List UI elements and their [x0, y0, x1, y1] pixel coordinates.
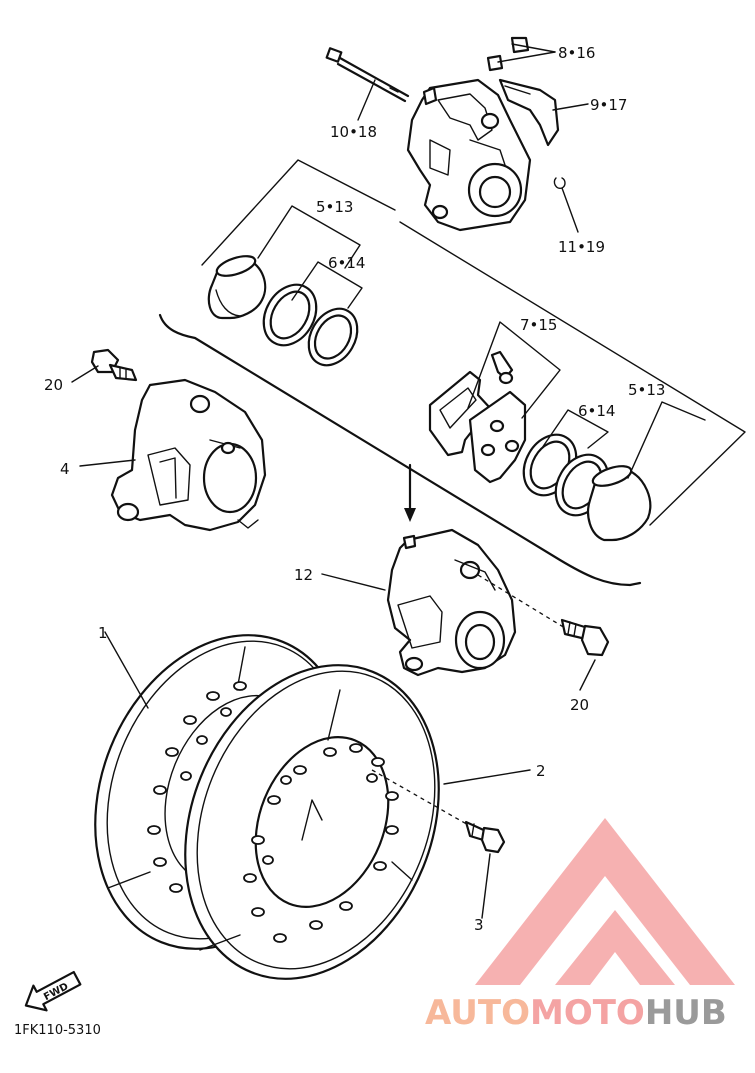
label-part-3: 3	[474, 916, 484, 934]
bolt-20-left	[90, 348, 138, 382]
label-part-6-lower: 6•14	[578, 402, 615, 420]
pin-bolt-10	[325, 47, 410, 103]
label-part-1: 1	[98, 624, 108, 642]
label-part-11: 11•19	[558, 238, 605, 256]
label-part-2: 2	[536, 762, 546, 780]
fwd-arrow: FWD	[24, 970, 82, 1012]
label-part-5-upper: 5•13	[316, 198, 353, 216]
watermark-logo: AUTOMOTOHUB	[425, 818, 735, 1033]
callout-labels: 8•16 9•17 10•18 11•19 5•13 6•14 7•15 6•1…	[44, 44, 665, 934]
caliper-left	[110, 378, 267, 532]
label-part-4: 4	[60, 460, 70, 478]
watermark-text: AUTOMOTOHUB	[425, 993, 727, 1033]
label-part-8: 8•16	[558, 44, 595, 62]
disc-bolt-3	[371, 769, 506, 854]
diagram-code: 1FK110-5310	[14, 1023, 101, 1038]
label-part-20-left: 20	[44, 376, 63, 394]
watermark-moto: MOTO	[530, 993, 645, 1033]
kit-box-outline	[158, 159, 746, 587]
label-part-20-right: 20	[570, 696, 589, 714]
label-part-10: 10•18	[330, 123, 377, 141]
brake-pads	[428, 350, 527, 484]
piston-seal-set-lower	[522, 433, 652, 542]
leader-lines	[71, 43, 706, 919]
label-part-9: 9•17	[590, 96, 627, 114]
piston-seal-set-upper	[207, 255, 359, 367]
watermark-hub: HUB	[645, 993, 727, 1033]
assembly-arrow	[404, 463, 416, 522]
label-part-6-upper: 6•14	[328, 254, 365, 272]
caliper-top	[406, 36, 566, 232]
caliper-12	[386, 528, 517, 677]
watermark-auto: AUTO	[425, 993, 530, 1033]
brake-disc-2	[184, 664, 440, 980]
label-part-5-lower: 5•13	[628, 381, 665, 399]
label-part-12: 12	[294, 566, 313, 584]
label-part-7: 7•15	[520, 316, 557, 334]
bolt-20-right	[477, 574, 610, 657]
